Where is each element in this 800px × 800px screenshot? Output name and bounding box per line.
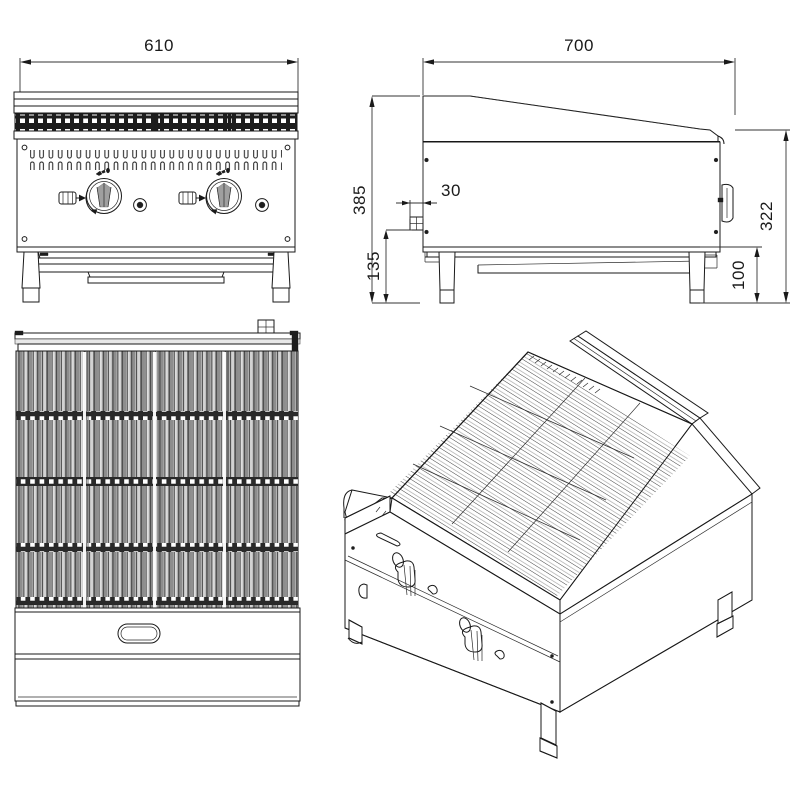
- side-view: 700: [350, 36, 790, 304]
- front-control-panel: [16, 138, 296, 248]
- top-view: [14, 319, 301, 707]
- dimension-700-label: 700: [564, 36, 594, 55]
- dimension-700: 700: [422, 36, 736, 115]
- leg-left: [21, 251, 41, 303]
- dimension-135: 135: [364, 229, 420, 304]
- iso-control-knob-1[interactable]: [358, 551, 438, 599]
- panel-screw: [284, 236, 291, 242]
- panel-screw: [21, 236, 28, 242]
- top-grate: [15, 350, 299, 609]
- dimension-322-label: 322: [757, 201, 776, 231]
- side-top-profile: [422, 95, 725, 145]
- grease-tray[interactable]: [87, 271, 225, 284]
- panel-screw: [284, 144, 291, 151]
- dimension-30: 30: [396, 160, 461, 219]
- iso-leg-right: [716, 591, 734, 638]
- rear-bracket-tab: [257, 319, 275, 335]
- burner-level-icon: [58, 191, 86, 205]
- dimension-100-label: 100: [729, 260, 748, 290]
- pilot-indicator-1: [427, 584, 438, 595]
- oval-handle-slot[interactable]: [376, 532, 401, 547]
- grate-rail: [16, 411, 298, 420]
- dimension-385: 385: [350, 95, 420, 304]
- side-handle[interactable]: [717, 183, 734, 223]
- flame-icon: [215, 167, 230, 176]
- grate-rail: [16, 543, 298, 552]
- flame-icon: [95, 167, 110, 176]
- iso-right-top-band: [691, 417, 761, 495]
- front-view: 610: [13, 36, 299, 303]
- oval-handle-slot[interactable]: [117, 623, 161, 644]
- grease-tray[interactable]: [477, 260, 701, 274]
- top-rear-rail: [14, 330, 301, 354]
- burner-level-icon: [358, 583, 368, 599]
- dimension-100: 100: [700, 246, 762, 304]
- dimension-610-label: 610: [144, 36, 174, 55]
- top-front-panel: [14, 607, 301, 707]
- iso-control-knob-2[interactable]: [458, 616, 505, 662]
- gas-inlet-fitting: [409, 216, 424, 231]
- grate-rail: [16, 477, 298, 486]
- flame-icon: [459, 617, 471, 633]
- panel-screw: [21, 144, 28, 151]
- pilot-indicator-2: [494, 649, 505, 660]
- front-base-assembly: [16, 246, 296, 303]
- pilot-indicator-1: [133, 198, 147, 212]
- control-knob-2[interactable]: [178, 167, 242, 215]
- iso-leg-left: [347, 619, 363, 645]
- leg-right: [271, 251, 291, 303]
- iso-right-panel: [559, 493, 753, 713]
- dimension-610: 610: [19, 36, 299, 95]
- burner-level-icon: [178, 191, 206, 205]
- dimension-135-label: 135: [364, 251, 383, 281]
- control-knob-1[interactable]: [58, 167, 122, 215]
- iso-leg-front: [539, 702, 558, 759]
- leg-front: [688, 251, 718, 304]
- pilot-indicator-2: [255, 198, 269, 212]
- grate-rail: [16, 597, 298, 605]
- dimension-30-label: 30: [441, 181, 461, 200]
- front-grate-cap: [13, 91, 299, 140]
- side-body: [409, 141, 734, 248]
- isometric-view: [343, 330, 761, 759]
- leg-back: [424, 251, 456, 304]
- dimension-385-label: 385: [350, 185, 369, 215]
- iso-deck-serration-top: [528, 355, 601, 394]
- side-base-assembly: [422, 246, 721, 304]
- flame-icon: [392, 552, 404, 568]
- dimension-322: 322: [735, 129, 790, 304]
